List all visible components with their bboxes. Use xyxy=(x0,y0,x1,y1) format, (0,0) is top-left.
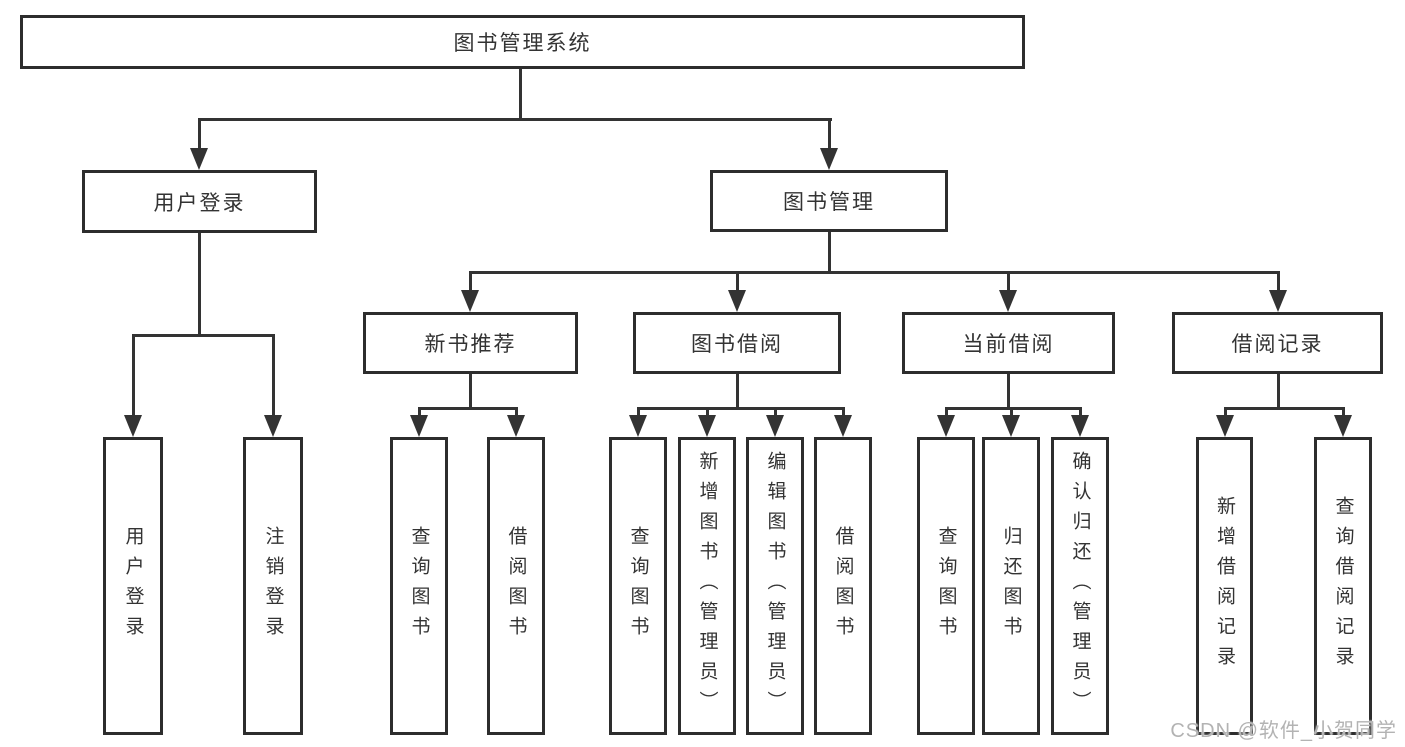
node-book-management: 图书管理 xyxy=(710,170,948,232)
leaf-newbook-query-books-label: 查询图书 xyxy=(408,526,430,646)
node-book-borrow-label: 图书借阅 xyxy=(691,333,783,356)
arrowhead-newbook-query xyxy=(410,415,428,437)
node-current-borrow-label: 当前借阅 xyxy=(962,333,1055,356)
connector-to-book-borrow xyxy=(736,271,739,291)
leaf-logout: 注销登录 xyxy=(243,437,303,735)
arrowhead-current-return xyxy=(1002,415,1020,437)
connector-level3-branch xyxy=(469,271,1280,274)
leaf-borrow-edit-book-admin-label: 编辑图书（管理员） xyxy=(764,451,786,721)
leaf-borrow-query-books-label: 查询图书 xyxy=(627,526,649,646)
arrowhead-borrow-edit xyxy=(766,415,784,437)
connector-to-book-mgmt xyxy=(828,118,831,150)
arrowhead-records-add xyxy=(1216,415,1234,437)
leaf-current-return-books-label: 归还图书 xyxy=(1000,526,1022,646)
arrowhead-leaf-user-login xyxy=(124,415,142,437)
connector-records-branch xyxy=(1224,407,1344,410)
arrowhead-book-borrow xyxy=(728,290,746,312)
leaf-borrow-add-book-admin: 新增图书（管理员） xyxy=(678,437,736,735)
connector-to-records-add xyxy=(1224,407,1227,416)
arrowhead-borrow-records xyxy=(1269,290,1287,312)
leaf-current-query-books: 查询图书 xyxy=(917,437,975,735)
arrowhead-new-book xyxy=(461,290,479,312)
connector-to-current-confirm xyxy=(1079,407,1082,416)
connector-to-current-return xyxy=(1010,407,1013,416)
connector-current-branch xyxy=(945,407,1081,410)
connector-to-borrow-records xyxy=(1277,271,1280,291)
node-current-borrow: 当前借阅 xyxy=(902,312,1115,374)
node-library-system: 图书管理系统 xyxy=(20,15,1025,69)
connector-to-user-login xyxy=(198,118,201,150)
arrowhead-borrow-query xyxy=(629,415,647,437)
connector-to-borrow-edit xyxy=(774,407,777,416)
connector-to-borrow-borrow xyxy=(842,407,845,416)
node-library-system-label: 图书管理系统 xyxy=(453,32,592,55)
node-borrow-records-label: 借阅记录 xyxy=(1231,333,1324,356)
arrowhead-current-borrow xyxy=(999,290,1017,312)
leaf-newbook-query-books: 查询图书 xyxy=(390,437,448,735)
connector-to-newbook-query xyxy=(418,407,421,416)
leaf-borrow-borrow-books: 借阅图书 xyxy=(814,437,872,735)
arrowhead-leaf-logout xyxy=(264,415,282,437)
arrowhead-current-query xyxy=(937,415,955,437)
node-user-login-label: 用户登录 xyxy=(153,191,246,215)
leaf-logout-label: 注销登录 xyxy=(262,526,284,646)
leaf-user-login: 用户登录 xyxy=(103,437,163,735)
csdn-watermark: CSDN @软件_小贺同学 xyxy=(1170,720,1397,742)
arrowhead-borrow-add xyxy=(698,415,716,437)
leaf-borrow-edit-book-admin: 编辑图书（管理员） xyxy=(746,437,804,735)
leaf-records-query-record-label: 查询借阅记录 xyxy=(1332,496,1354,676)
connector-newbook-branch xyxy=(418,407,518,410)
arrowhead-user-login xyxy=(190,148,208,170)
connector-records-trunk xyxy=(1277,374,1280,410)
leaf-records-add-record-label: 新增借阅记录 xyxy=(1214,496,1235,676)
connector-to-new-book xyxy=(469,271,472,291)
connector-to-leaf-user-login xyxy=(132,334,135,416)
connector-to-borrow-query xyxy=(637,407,640,416)
node-new-book-recommend-label: 新书推荐 xyxy=(424,333,517,356)
connector-borrow-trunk xyxy=(736,374,739,410)
node-borrow-records: 借阅记录 xyxy=(1172,312,1383,374)
node-book-management-label: 图书管理 xyxy=(783,191,875,214)
leaf-current-confirm-return-admin-label: 确认归还（管理员） xyxy=(1069,451,1091,721)
connector-to-records-query xyxy=(1342,407,1345,416)
connector-login-branch xyxy=(132,334,275,337)
connector-to-leaf-logout xyxy=(272,334,275,416)
connector-mgmt-trunk xyxy=(828,232,831,273)
node-book-borrow: 图书借阅 xyxy=(633,312,841,374)
leaf-newbook-borrow-books-label: 借阅图书 xyxy=(505,526,527,646)
connector-to-current-query xyxy=(945,407,948,416)
arrowhead-borrow-borrow xyxy=(834,415,852,437)
connector-to-borrow-add xyxy=(706,407,709,416)
leaf-current-confirm-return-admin: 确认归还（管理员） xyxy=(1051,437,1109,735)
leaf-borrow-borrow-books-label: 借阅图书 xyxy=(832,526,854,646)
leaf-current-query-books-label: 查询图书 xyxy=(935,526,957,646)
connector-newbook-trunk xyxy=(469,374,472,410)
connector-level2-branch xyxy=(198,118,832,121)
leaf-records-add-record: 新增借阅记录 xyxy=(1196,437,1253,735)
arrowhead-records-query xyxy=(1334,415,1352,437)
leaf-user-login-label: 用户登录 xyxy=(122,526,144,646)
connector-to-newbook-borrow xyxy=(515,407,518,416)
leaf-newbook-borrow-books: 借阅图书 xyxy=(487,437,545,735)
connector-borrow-branch xyxy=(637,407,845,410)
connector-current-trunk xyxy=(1007,374,1010,410)
connector-login-trunk xyxy=(198,233,201,337)
arrowhead-newbook-borrow xyxy=(507,415,525,437)
connector-root-trunk xyxy=(519,69,522,121)
connector-to-current-borrow xyxy=(1007,271,1010,291)
leaf-borrow-add-book-admin-label: 新增图书（管理员） xyxy=(696,451,718,721)
leaf-borrow-query-books: 查询图书 xyxy=(609,437,667,735)
node-user-login: 用户登录 xyxy=(82,170,317,233)
leaf-current-return-books: 归还图书 xyxy=(982,437,1040,735)
leaf-records-query-record: 查询借阅记录 xyxy=(1314,437,1372,735)
arrowhead-book-mgmt xyxy=(820,148,838,170)
node-new-book-recommend: 新书推荐 xyxy=(363,312,578,374)
arrowhead-current-confirm xyxy=(1071,415,1089,437)
